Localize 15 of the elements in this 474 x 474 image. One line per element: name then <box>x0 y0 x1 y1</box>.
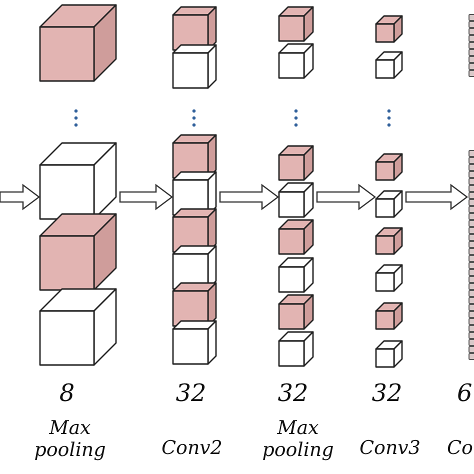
block-arrow <box>316 184 376 210</box>
block-arrow <box>119 184 174 210</box>
layer-name: Max pooling <box>33 418 107 462</box>
channel-count: 6 <box>457 380 473 408</box>
channel-count: 32 <box>276 380 310 408</box>
channel-count: 8 <box>58 380 76 408</box>
channel-count: 32 <box>174 380 208 408</box>
layer-name: Conv2 <box>160 438 224 460</box>
block-arrow <box>405 184 468 210</box>
block-arrow <box>0 184 40 210</box>
layer-name: Max pooling <box>261 418 335 462</box>
layer-name: Conv3 <box>358 438 422 460</box>
layer-name: Co <box>447 438 474 460</box>
block-arrow <box>219 184 280 210</box>
channel-count: 32 <box>370 380 404 408</box>
